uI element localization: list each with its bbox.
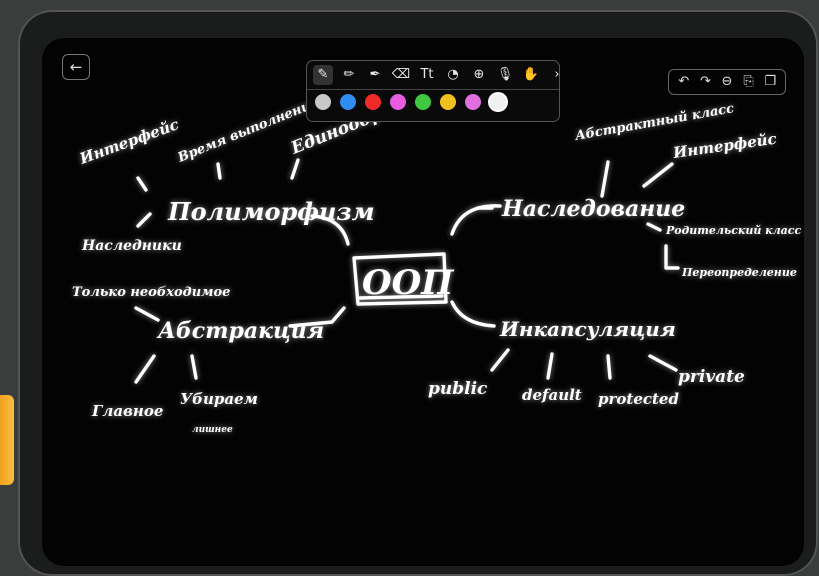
color-row bbox=[315, 94, 506, 110]
undo-icon[interactable]: ↶ bbox=[678, 74, 690, 89]
pencil-tool-icon[interactable]: ✏ bbox=[343, 67, 355, 82]
color-swatch-1[interactable] bbox=[340, 94, 356, 110]
inheritance-node: Наследование bbox=[501, 196, 685, 222]
zoom-out-icon[interactable]: ⊖ bbox=[721, 74, 733, 89]
stroke-poly-c bbox=[290, 158, 300, 180]
pages-icon[interactable]: ❐ bbox=[764, 74, 776, 89]
abs-extra-label: лишнее bbox=[192, 425, 233, 435]
inh-override-label: Переопределение bbox=[681, 266, 797, 279]
abs-remove-label: Убираем bbox=[180, 390, 258, 408]
palette-divider bbox=[307, 89, 559, 90]
abstraction-node: Абстракция bbox=[156, 318, 324, 344]
stroke-abs-b bbox=[134, 354, 156, 384]
polymorphism-node: Полиморфизм bbox=[167, 197, 375, 226]
stroke-enc-c bbox=[606, 354, 612, 380]
tools-row: ✎ ✏ ✒ ⌫ Tt ◔ ⊕ 🎙 ✋ › bbox=[313, 65, 567, 85]
stroke-enc-a bbox=[490, 348, 510, 372]
back-button[interactable]: ← bbox=[62, 54, 90, 80]
top-right-controls: ↶ ↷ ⊖ ⎘ ❐ bbox=[668, 69, 786, 95]
color-swatch-5[interactable] bbox=[440, 94, 456, 110]
stroke-center-box bbox=[352, 252, 448, 306]
enc-public-label: public bbox=[428, 379, 488, 399]
text-tool-icon[interactable]: Tt bbox=[420, 67, 434, 82]
marker-tool-icon[interactable]: ✒ bbox=[369, 67, 381, 82]
enc-default-label: default bbox=[522, 386, 582, 404]
tool-palette: ✎ ✏ ✒ ⌫ Tt ◔ ⊕ 🎙 ✋ › bbox=[306, 60, 560, 122]
eraser-tool-icon[interactable]: ⌫ bbox=[391, 67, 411, 82]
color-swatch-2[interactable] bbox=[365, 94, 381, 110]
stylus bbox=[0, 395, 14, 485]
abs-only-label: Только необходимое bbox=[72, 285, 230, 300]
poly-heirs-label: Наследники bbox=[81, 238, 182, 254]
inh-interface-label: Интерфейс bbox=[671, 130, 778, 162]
share-icon[interactable]: ⎘ bbox=[743, 74, 754, 89]
color-swatch-7[interactable] bbox=[490, 94, 506, 110]
stroke-abs-link bbox=[288, 306, 346, 328]
abs-main-label: Главное bbox=[91, 402, 163, 420]
color-swatch-3[interactable] bbox=[390, 94, 406, 110]
more-tools-icon[interactable]: › bbox=[554, 67, 560, 82]
mic-tool-icon[interactable]: 🎙 bbox=[496, 67, 514, 82]
stroke-abs-a bbox=[134, 306, 160, 322]
shape-tool-icon[interactable]: ◔ bbox=[447, 67, 459, 82]
stroke-enc-b bbox=[546, 352, 554, 380]
color-swatch-4[interactable] bbox=[415, 94, 431, 110]
encapsulation-node: Инкапсуляция bbox=[499, 317, 676, 341]
stroke-inh-b bbox=[642, 162, 674, 188]
lasso-tool-icon[interactable]: ✋ bbox=[522, 67, 540, 82]
enc-protected-label: protected bbox=[598, 390, 679, 408]
add-tool-icon[interactable]: ⊕ bbox=[473, 67, 485, 82]
app-screen: ООП Полиморфизм Интерфейс Время выполнен… bbox=[42, 38, 804, 566]
stroke-poly-link bbox=[310, 214, 350, 246]
stroke-enc-link bbox=[450, 300, 496, 328]
drawing-canvas[interactable]: ООП Полиморфизм Интерфейс Время выполнен… bbox=[42, 38, 804, 566]
center-node: ООП bbox=[362, 263, 455, 303]
inh-parent-class-label: Родительский класс bbox=[665, 224, 801, 237]
arrow-left-icon: ← bbox=[69, 58, 83, 76]
color-swatch-0[interactable] bbox=[315, 94, 331, 110]
stroke-poly-b bbox=[216, 162, 222, 180]
stroke-abs-c bbox=[190, 354, 198, 380]
stroke-poly-d bbox=[136, 212, 152, 228]
stroke-inh-a bbox=[600, 160, 610, 198]
stroke-inh-link bbox=[450, 204, 502, 236]
stroke-poly-a bbox=[136, 176, 148, 192]
color-swatch-6[interactable] bbox=[465, 94, 481, 110]
redo-icon[interactable]: ↷ bbox=[699, 74, 711, 89]
poly-interface-label: Интерфейс bbox=[76, 115, 181, 168]
pen-tool-icon[interactable]: ✎ bbox=[313, 65, 333, 85]
stroke-enc-d bbox=[648, 354, 678, 372]
stroke-inh-d bbox=[664, 244, 680, 270]
stroke-inh-c bbox=[646, 222, 662, 232]
enc-private-label: private bbox=[678, 367, 745, 387]
